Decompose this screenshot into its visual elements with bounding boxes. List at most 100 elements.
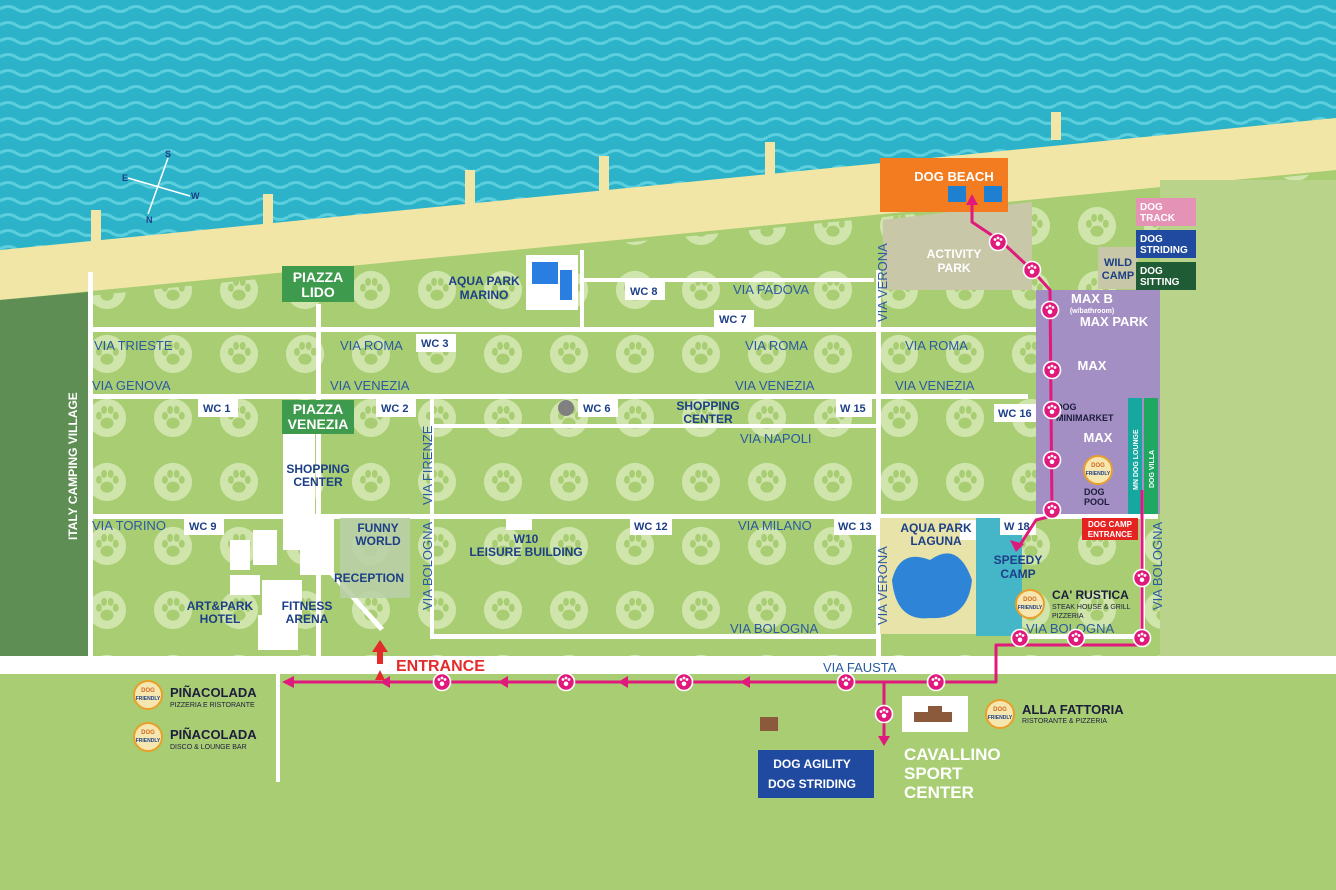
- route-arrowheads: [282, 194, 1024, 746]
- street-via-torino: VIA TORINO: [92, 518, 166, 533]
- dog-lounge-label: MN DOG LOUNGE: [1133, 429, 1140, 490]
- dog-minimarket-label-2: MINIMARKET: [1056, 413, 1114, 423]
- groynes: [91, 112, 1061, 246]
- wc-15: W 15: [840, 403, 866, 415]
- wc-badges: [184, 282, 1036, 535]
- wc-6-marker: [558, 400, 574, 416]
- piazza-lido[interactable]: [282, 266, 354, 302]
- dog-villa-label: DOG VILLA: [1149, 450, 1156, 488]
- entrance-label: ENTRANCE: [396, 658, 485, 675]
- compass: [127, 157, 191, 215]
- street-via-roma-1: VIA ROMA: [340, 338, 403, 353]
- pinacolada-1-sublabel: PIZZERIA E RISTORANTE: [170, 702, 255, 709]
- aqua-park-marino-pool: [526, 255, 578, 310]
- dog-friendly-badge-4-label-1: DOG: [1023, 597, 1037, 603]
- dog-friendly-badge-2-label-1: DOG: [141, 730, 155, 736]
- street-via-venezia-2: VIA VENEZIA: [735, 378, 815, 393]
- max-park-label: MAX PARK: [1080, 314, 1149, 329]
- street-via-verona-1: VIA VERONA: [875, 243, 890, 322]
- wc-13: WC 13: [838, 521, 872, 533]
- dog-agility-label-1: DOG AGILITY: [773, 757, 851, 771]
- dog-pool-label-1: DOG: [1084, 487, 1105, 497]
- buildings: [230, 430, 952, 650]
- max-lower-label: MAX: [1084, 430, 1113, 445]
- dog-friendly-badge-5-label-2: FRIENDLY: [1086, 471, 1111, 477]
- street-via-napoli: VIA NAPOLI: [740, 431, 812, 446]
- dog-track-box[interactable]: [1136, 198, 1196, 226]
- dog-striding-label-2: STRIDING: [1140, 245, 1188, 256]
- dog-sitting-box[interactable]: [1136, 262, 1196, 290]
- cavallino-label-1: CAVALLINO: [904, 745, 1001, 764]
- activity-park-area: [883, 202, 1032, 290]
- funny-world-label-2: WORLD: [355, 534, 401, 548]
- ca-rustica-sublabel-2: PIZZERIA: [1052, 613, 1084, 620]
- dog-camp-entrance-label-1: DOG CAMP: [1088, 520, 1133, 529]
- compass-e: E: [122, 173, 128, 183]
- art-park-hotel-label-1: ART&PARK: [187, 599, 254, 613]
- dog-track-label-2: TRACK: [1140, 213, 1176, 224]
- piazza-lido-label-2: LIDO: [301, 284, 335, 300]
- shopping-center-2-label-2: CENTER: [683, 412, 733, 426]
- dog-friendly-badge-1-label-1: DOG: [141, 688, 155, 694]
- dog-pool-label-2: POOL: [1084, 497, 1110, 507]
- street-via-fausta: VIA FAUSTA: [823, 660, 897, 675]
- pinacolada-2-label: PIÑACOLADA: [170, 727, 257, 742]
- compass-n: N: [146, 215, 153, 225]
- aqua-park-laguna-label-1: AQUA PARK: [900, 521, 972, 535]
- dog-camp-entrance-label-2: ENTRANCE: [1088, 530, 1133, 539]
- street-via-padova: VIA PADOVA: [733, 282, 809, 297]
- street-via-venezia-1: VIA VENEZIA: [330, 378, 410, 393]
- street-via-milano: VIA MILANO: [738, 518, 812, 533]
- street-via-firenze: VIA FIRENZE: [420, 425, 435, 505]
- dog-beach[interactable]: [880, 158, 1008, 212]
- cavallino-label-3: CENTER: [904, 783, 974, 802]
- dog-sitting-label-1: DOG: [1140, 266, 1163, 277]
- wc-18: W 18: [1004, 521, 1030, 533]
- shopping-center-label-2: CENTER: [293, 475, 343, 489]
- alla-fattoria-sublabel: RISTORANTE & PIZZERIA: [1022, 718, 1107, 725]
- dog-agility-marker: [760, 717, 778, 731]
- outside-area: [0, 674, 1336, 890]
- dog-minimarket-label-1: DOG: [1056, 402, 1077, 412]
- wc-1: WC 1: [203, 403, 231, 415]
- beach-umbrella-icon: [948, 186, 966, 202]
- dog-camp-entrance[interactable]: [1082, 518, 1138, 540]
- dog-striding-box[interactable]: [1136, 230, 1196, 258]
- street-via-trieste: VIA TRIESTE: [94, 338, 173, 353]
- shopping-center-label-1: SHOPPING: [286, 462, 349, 476]
- dog-lounge-strip: [1128, 398, 1142, 514]
- dog-friendly-badge-4-label-2: FRIENDLY: [1018, 605, 1043, 611]
- street-via-roma-3: VIA ROMA: [905, 338, 968, 353]
- fitness-arena-label-2: ARENA: [286, 612, 329, 626]
- italy-camping-village-label: ITALY CAMPING VILLAGE: [66, 392, 80, 540]
- wc-12: WC 12: [634, 521, 668, 533]
- street-via-bologna-1: VIA BOLOGNA: [730, 621, 818, 636]
- max-b-label: MAX B: [1071, 291, 1113, 306]
- piazza-venezia-label-2: VENEZIA: [288, 416, 349, 432]
- max-upper-label: MAX: [1078, 358, 1107, 373]
- activity-park-label-2: PARK: [937, 261, 970, 275]
- wc-7: WC 7: [719, 314, 747, 326]
- street-via-verona-2: VIA VERONA: [875, 546, 890, 625]
- piazza-venezia-label-1: PIAZZA: [293, 401, 344, 417]
- speedy-camp-area: [976, 518, 1022, 636]
- dog-striding-label-1: DOG: [1140, 234, 1163, 245]
- dog-friendly-badge-1-label-2: FRIENDLY: [136, 696, 161, 702]
- italy-camping-village-strip: [0, 292, 88, 656]
- shopping-center-2-label-1: SHOPPING: [676, 399, 739, 413]
- ca-rustica-sublabel-1: STEAK HOUSE & GRILL: [1052, 604, 1131, 611]
- dog-agility-box[interactable]: [758, 750, 874, 798]
- dog-friendly-badge-3-label-2: FRIENDLY: [988, 715, 1013, 721]
- piazza-venezia[interactable]: [282, 400, 354, 434]
- w10-label-2: LEISURE BUILDING: [469, 545, 582, 559]
- w10-label-1: W10: [514, 532, 539, 546]
- dog-beach-label: DOG BEACH: [914, 169, 993, 184]
- compass-w: W: [191, 191, 200, 201]
- dog-track-label-1: DOG: [1140, 202, 1163, 213]
- wc-3: WC 3: [421, 338, 449, 350]
- dog-friendly-badge-5-label-1: DOG: [1091, 463, 1105, 469]
- funny-world-area: [340, 518, 410, 598]
- sunbed-icon: [984, 186, 1002, 202]
- pinacolada-1-label: PIÑACOLADA: [170, 685, 257, 700]
- reception-label: RECEPTION: [334, 571, 404, 585]
